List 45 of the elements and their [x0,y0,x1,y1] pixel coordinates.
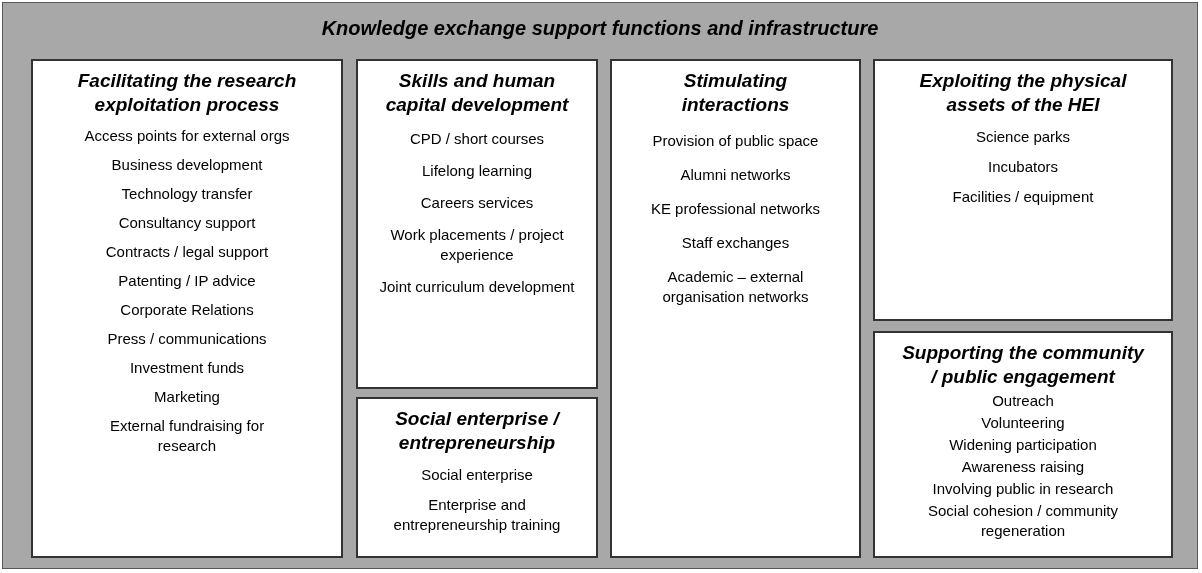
item-text: Access points for external orgs [84,126,290,146]
item-text: Investment funds [129,358,245,378]
item-text: External fundraising for research [108,416,266,456]
category-box [31,59,343,558]
item-text: KE professional networks [650,199,821,219]
item-text: Widening participation [949,435,1097,455]
item-text: Volunteering [981,413,1065,433]
item-text: CPD / short courses [409,129,545,149]
category-box [356,59,598,389]
item-text: Outreach [992,391,1054,411]
box-heading: Social enterprise / entrepreneurship [394,407,562,455]
item-text: Corporate Relations [120,300,254,320]
item-text: Academic – external organisation networks [661,267,810,307]
item-text: Incubators [987,157,1058,177]
item-text: Business development [111,155,263,175]
panel-title: Knowledge exchange support functions and infrastructure [320,16,880,41]
box-heading: Stimulating interactions [680,69,791,117]
item-text: Work placements / project experience [389,225,565,265]
category-box [873,59,1173,321]
item-text: Joint curriculum development [379,277,575,297]
category-box [356,397,598,558]
item-text: Careers services [420,193,534,213]
item-text: Science parks [975,127,1071,147]
item-text: Press / communications [107,329,267,349]
category-box [610,59,861,558]
box-heading: Skills and human capital development [384,69,570,117]
box-heading: Supporting the community / public engagement [901,341,1146,389]
item-text: Provision of public space [652,131,819,151]
category-box [873,331,1173,558]
item-text: Patenting / IP advice [118,271,256,291]
item-text: Technology transfer [121,184,253,204]
item-text: Marketing [154,387,220,407]
item-text: Enterprise and entrepreneurship training [392,495,562,535]
item-text: Lifelong learning [421,161,533,181]
item-text: Social cohesion / community regeneration [926,501,1120,541]
item-text: Consultancy support [118,213,256,233]
box-heading: Exploiting the physical assets of the HEI [918,69,1128,117]
item-text: Social enterprise [421,465,533,485]
item-text: Alumni networks [680,165,791,185]
item-text: Awareness raising [961,457,1085,477]
item-text: Staff exchanges [681,233,790,253]
item-text: Facilities / equipment [952,187,1094,207]
item-text: Contracts / legal support [105,242,269,262]
box-heading: Facilitating the research exploitation process [76,69,298,117]
item-text: Involving public in research [932,479,1114,499]
